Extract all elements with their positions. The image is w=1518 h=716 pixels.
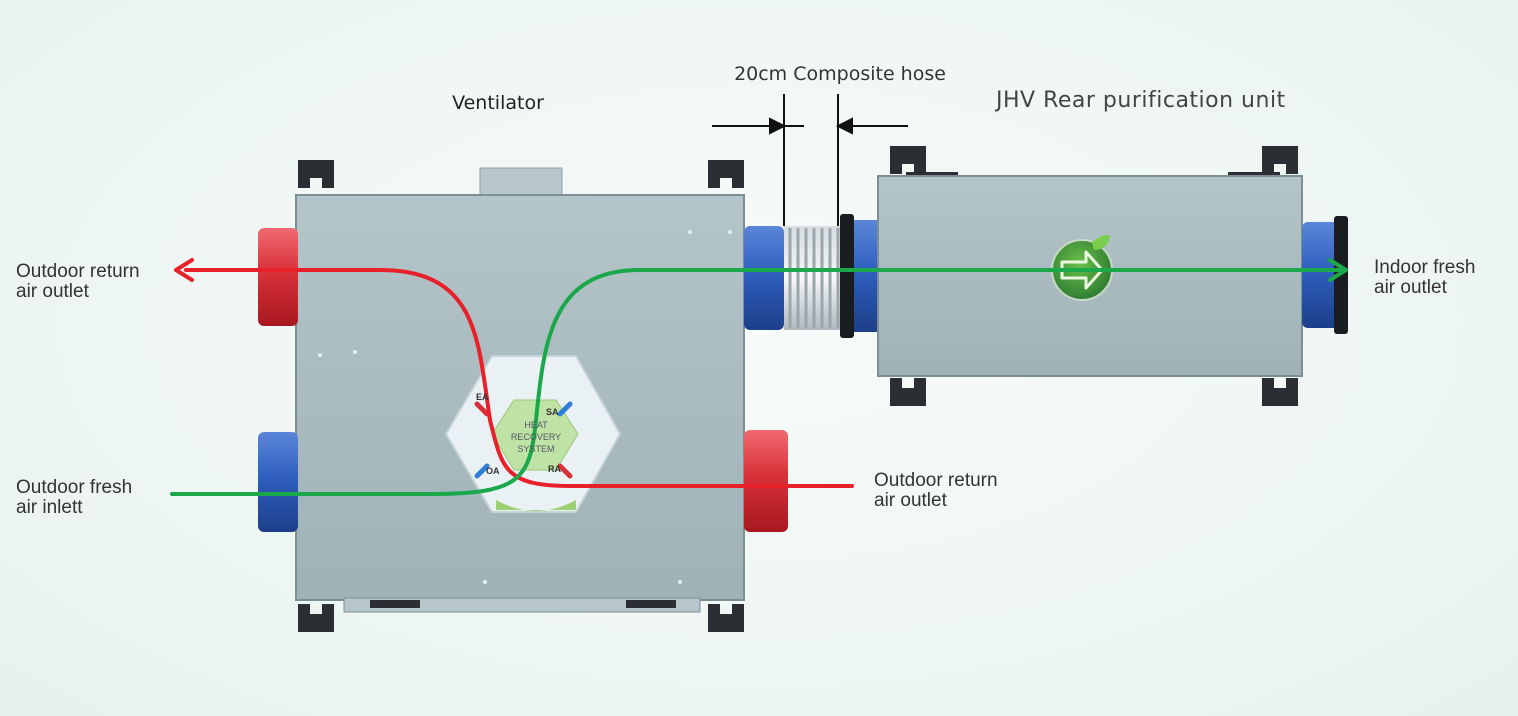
ventilator-top-tab [479,167,563,197]
fresh-air-path [170,258,1348,496]
label-mid-bottom-line1: Outdoor return [874,470,998,491]
hose-dimension-markers [712,94,908,226]
hex-port-sa: SA [546,407,559,417]
ventilator-bottom-rail [343,597,701,613]
purifier-title: JHV Rear purification unit [994,88,1286,113]
label-left-top-line1: Outdoor return [16,261,140,282]
label-left-top: Outdoor return air outlet [16,262,140,302]
label-mid-bottom-line2: air outlet [874,490,947,511]
label-left-top-line2: air outlet [16,281,89,302]
ventilator-bottom-clips [370,600,676,608]
hex-label-line3: SYSTEM [517,444,554,454]
label-mid-bottom: Outdoor return air outlet [874,471,998,511]
hex-label-line1: HEAT [524,420,548,430]
duct-right-red [744,430,788,532]
purifier-mount-brackets [890,146,1298,406]
hose-label: 20cm Composite hose [734,63,946,85]
ventilator-rivets [318,230,732,584]
ventilator-mount-brackets [298,160,744,632]
hex-label-line2: RECOVERY [511,432,561,442]
duct-right-blue [744,226,784,330]
hex-port-ea: EA [476,392,489,402]
label-left-bottom-line2: air inlett [16,497,83,518]
ventilator-title: Ventilator [452,92,544,114]
label-right-top: Indoor fresh air outlet [1374,258,1475,298]
composite-hose [784,226,844,330]
hex-port-oa: OA [486,466,500,476]
label-right-top-line1: Indoor fresh [1374,257,1476,278]
label-left-bottom-line1: Outdoor fresh [16,477,133,498]
duct-left-blue [258,432,298,532]
label-left-bottom: Outdoor fresh air inlett [16,478,132,518]
label-right-top-line2: air outlet [1374,277,1447,298]
return-air-path [174,258,854,488]
hose-collar [840,214,882,338]
duct-left-red [258,228,298,326]
hex-port-ra: RA [548,464,561,474]
purifier-outlet-duct [1302,216,1348,334]
